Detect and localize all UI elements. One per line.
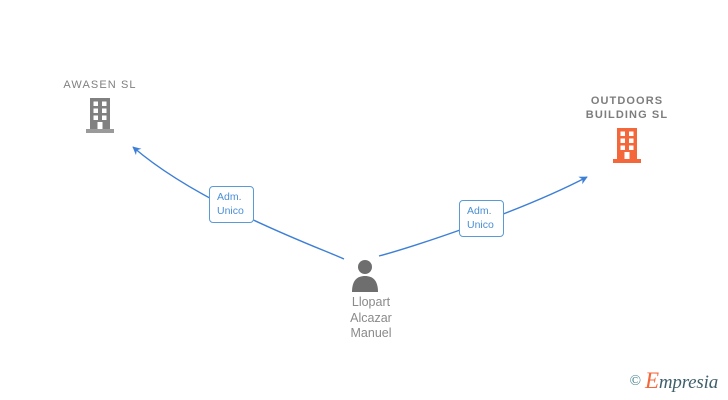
edge-person-to-awasen <box>132 146 345 260</box>
node-person-icon-wrap <box>305 258 425 292</box>
edge-label-adm-unico-right[interactable]: Adm. Unico <box>459 200 504 237</box>
node-outdoors-building-sl[interactable]: OUTDOORS BUILDING SL <box>557 94 697 164</box>
node-awasen-icon-wrap <box>30 96 170 134</box>
building-icon <box>86 98 114 133</box>
person-icon <box>352 260 378 292</box>
node-outdoors-label: OUTDOORS BUILDING SL <box>585 95 669 121</box>
node-person-label: Llopart Alcazar Manuel <box>350 295 392 340</box>
empresia-watermark: © Empresia <box>629 368 719 394</box>
watermark-brand-rest: mpresia <box>658 372 718 393</box>
edge-label-adm-unico-left[interactable]: Adm. Unico <box>209 186 254 223</box>
node-llopart-alcazar-manuel[interactable]: Llopart Alcazar Manuel <box>305 258 425 342</box>
copyright-symbol: © <box>629 372 642 389</box>
watermark-brand-initial: E <box>645 368 659 393</box>
building-icon <box>613 128 641 163</box>
node-awasen-sl[interactable]: AWASEN SL <box>30 78 170 134</box>
node-outdoors-icon-wrap <box>557 126 697 164</box>
node-awasen-label: AWASEN SL <box>63 79 137 91</box>
watermark-brand: Empresia <box>645 368 718 394</box>
